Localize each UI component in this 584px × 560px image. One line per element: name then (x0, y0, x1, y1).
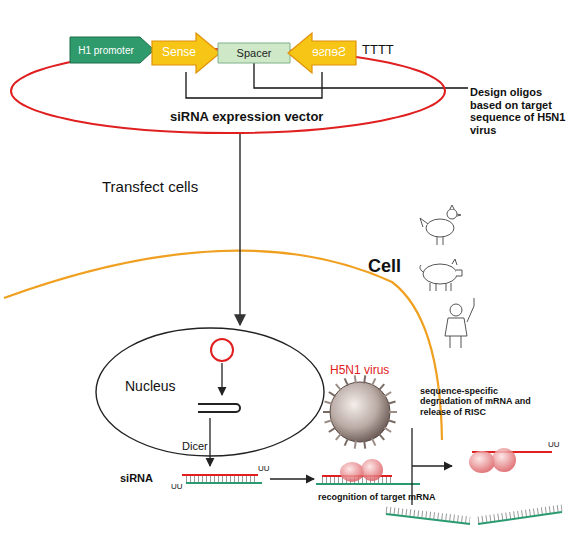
plasmid-circle (211, 339, 233, 361)
hairpin-rna (198, 404, 240, 412)
overhang-label: UU (548, 440, 560, 449)
virus-spike (379, 434, 384, 440)
node-label: H1 promoter (70, 45, 154, 56)
connector-arrow (239, 134, 241, 325)
antisense-arrow: Sense (288, 33, 356, 73)
sense-arrow: Sense (152, 33, 220, 73)
nucleus-ellipse: Nucleus (95, 327, 325, 457)
virus-spike (345, 378, 348, 385)
node-shape (152, 33, 220, 73)
promoter-arrow: H1 promoter (70, 37, 154, 63)
recognition-arrow (270, 478, 314, 479)
spacer-box: Spacer (218, 43, 290, 63)
virus-spike (355, 441, 356, 449)
node-label: Sense (288, 46, 356, 59)
virus-spike (379, 384, 384, 390)
virus-spike (324, 420, 332, 422)
virus-spike (364, 441, 365, 449)
sirna-duplex (182, 475, 262, 483)
virus-spike (388, 402, 396, 404)
virus-spike (323, 411, 331, 413)
virus-spike (336, 434, 341, 440)
virus-spike (372, 378, 375, 385)
mirrored-text: Sense (312, 46, 346, 59)
overhang-label: UU (171, 482, 183, 491)
bracket-lines (186, 63, 468, 98)
virus-spike (345, 438, 348, 445)
node-shape (288, 33, 356, 73)
risc-complex (316, 459, 420, 484)
virus-spike (324, 402, 332, 404)
design-note: Design oligos based on target sequence o… (470, 86, 574, 137)
released-risc (469, 448, 552, 473)
degradation-arrow (412, 465, 452, 466)
virus-spike (329, 392, 336, 396)
dicer-arrow (209, 418, 210, 466)
overhang-label: UU (258, 464, 270, 473)
node-label: Nucleus (125, 379, 176, 394)
virus-spike (329, 428, 336, 432)
virus-spike (388, 420, 396, 422)
degradation-note: sequence-specific degradation of mRNA an… (420, 386, 532, 417)
cell-label: Cell (368, 256, 401, 277)
node-shape (70, 37, 154, 63)
node-label: Sense (152, 46, 220, 59)
virus-spike (336, 384, 341, 390)
terminator-label: TTTT (362, 43, 394, 58)
virus-spike (372, 438, 375, 445)
virus-label: H5N1 virus (330, 364, 389, 378)
sirna-label: siRNA (120, 472, 153, 485)
virus-spike (384, 392, 391, 396)
node-shape (218, 43, 290, 63)
node-shape (96, 328, 324, 456)
cleaved-mrna (386, 508, 562, 524)
recognition-note: recognition of target mRNA (318, 492, 436, 502)
virus-spike (389, 411, 397, 413)
node-label: siRNA expression vector (170, 110, 323, 124)
edge-label: Transfect cells (102, 178, 198, 195)
virus-spike (384, 428, 391, 432)
node-label: Spacer (218, 47, 290, 59)
transcription-arrow (221, 363, 222, 395)
host-icons (420, 205, 474, 348)
virus-illustration (323, 375, 397, 448)
enzyme-label: Dicer (182, 440, 208, 453)
